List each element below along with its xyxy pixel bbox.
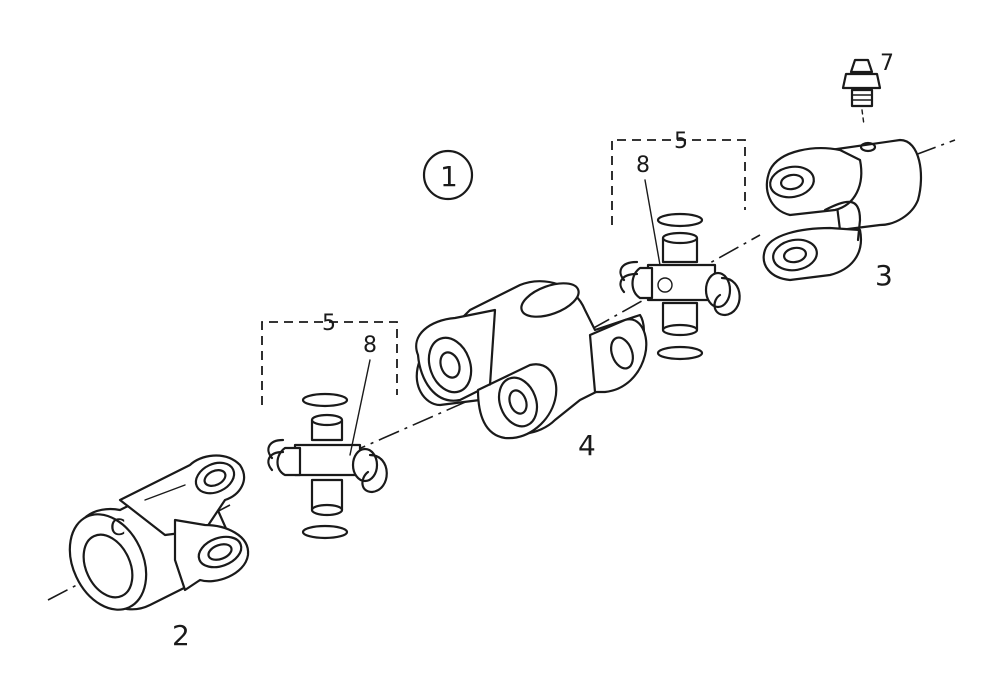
figure-number-text: 1: [440, 160, 458, 193]
label-part-5-left: 5: [322, 311, 336, 336]
yoke-right: [762, 138, 923, 282]
label-part-2: 2: [172, 619, 190, 652]
bearing-kit-right: [611, 139, 746, 361]
label-part-3: 3: [875, 259, 893, 292]
label-part-5-right: 5: [674, 129, 688, 154]
figure-number-circle: [422, 149, 474, 201]
bearing-kit-left: [261, 321, 398, 540]
label-part-8-right: 8: [636, 153, 650, 178]
kit-bracket-right: [611, 139, 746, 225]
kit-bracket-left: [261, 321, 398, 405]
label-part-8-left: 8: [363, 333, 377, 358]
label-part-4: 4: [578, 429, 596, 462]
grease-nipple: [841, 58, 882, 126]
label-part-7: 7: [880, 51, 894, 76]
yoke-left: C: [68, 454, 250, 611]
yoke-marking-text: C: [110, 516, 125, 541]
center-yoke: [415, 280, 648, 440]
